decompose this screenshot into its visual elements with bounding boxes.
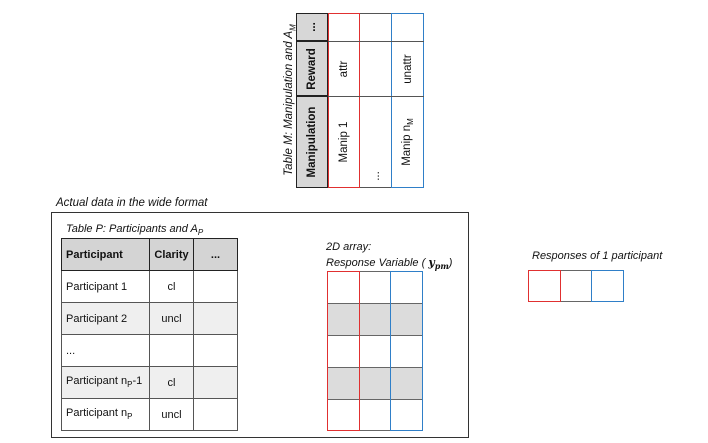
array-caption-variable: Response Variable ( ypm) [326, 256, 453, 272]
responses-caption: Responses of 1 participant [532, 250, 663, 262]
array-column-middle [359, 271, 391, 431]
table-m-row-manip-n [391, 13, 424, 188]
table-p-cell-clarity [149, 334, 194, 367]
table-m-header-reward: Reward [296, 41, 328, 96]
array-divider [327, 399, 423, 400]
table-m-divider [328, 41, 424, 42]
table-p-cell-clarity: uncl [149, 302, 194, 335]
table-row: Participant 1 cl [61, 270, 238, 303]
array-column-attr [327, 271, 360, 431]
table-m-cell-reward: unattr [401, 53, 414, 84]
table-p: Participant Clarity ... Participant 1 cl… [61, 238, 238, 431]
table-row: ... [61, 334, 238, 367]
table-m-header-more: ... [296, 13, 328, 41]
response-array [327, 271, 423, 431]
table-p-header-row: Participant Clarity ... [61, 238, 238, 271]
table-p-cell-more [193, 398, 238, 431]
table-p-cell-participant: Participant nP-1 [61, 366, 150, 399]
table-m: Table M: Manipulation and AM ... Reward … [283, 13, 424, 188]
table-p-cell-clarity: cl [149, 366, 194, 399]
table-p-cell-participant: Participant 2 [61, 302, 150, 335]
table-p-header-clarity: Clarity [149, 238, 194, 271]
array-divider [327, 303, 423, 304]
array-row-shade [327, 367, 423, 399]
array-divider [327, 367, 423, 368]
table-p-header-more: ... [193, 238, 238, 271]
table-m-divider [328, 96, 424, 97]
response-cell-unattr [591, 270, 624, 302]
array-divider [327, 335, 423, 336]
table-p-caption: Table P: Participants and AP [66, 223, 204, 238]
table-p-cell-more [193, 270, 238, 303]
table-m-cell-ellipsis: ... [369, 170, 382, 181]
table-m-header-manipulation: Manipulation [296, 96, 328, 188]
table-row: Participant 2 uncl [61, 302, 238, 335]
response-cell-middle [560, 270, 592, 302]
table-row: Participant nP uncl [61, 398, 238, 431]
table-m-cell-reward: attr [338, 60, 350, 77]
wide-format-box [51, 212, 469, 438]
participant-response-row [528, 270, 624, 302]
table-p-cell-clarity: uncl [149, 398, 194, 431]
table-p-cell-more [193, 334, 238, 367]
table-p-cell-more [193, 302, 238, 335]
wide-format-caption: Actual data in the wide format [56, 197, 208, 209]
table-m-row-ellipsis [360, 13, 391, 188]
array-caption-title: 2D array: [326, 241, 372, 253]
table-m-cell-manipulation: Manip nM [400, 118, 415, 166]
table-p-cell-participant: ... [61, 334, 150, 367]
table-m-cell-manipulation: Manip 1 [338, 121, 350, 163]
table-p-cell-participant: Participant 1 [61, 270, 150, 303]
array-caption: 2D array: Response Variable ( ypm) [326, 240, 452, 274]
table-row: Participant nP-1 cl [61, 366, 238, 399]
table-p-cell-clarity: cl [149, 270, 194, 303]
table-p-header-participant: Participant [61, 238, 150, 271]
table-p-cell-more [193, 366, 238, 399]
array-column-unattr [390, 271, 423, 431]
response-cell-attr [528, 270, 561, 302]
array-row-shade [327, 303, 423, 335]
table-m-row-manip-1 [328, 13, 360, 188]
table-p-cell-participant: Participant nP [61, 398, 150, 431]
